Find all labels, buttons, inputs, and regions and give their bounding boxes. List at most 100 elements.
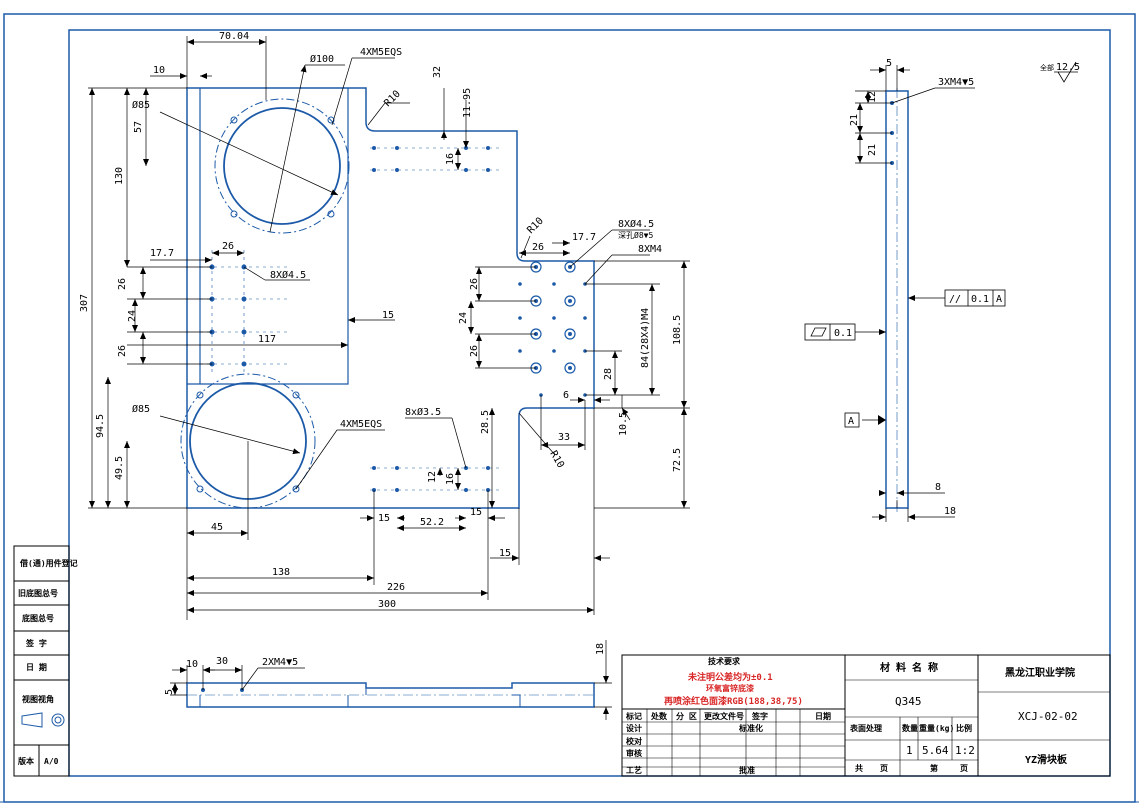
dim-52-2: 52.2 [420, 517, 444, 528]
side-dim-18: 18 [944, 506, 956, 517]
dim-4xm5eqs-bot: 4XM5EQS [340, 419, 382, 430]
std-label: 标准化 [738, 723, 763, 733]
dim-26-left-c: 26 [117, 345, 128, 357]
dim-15-mid: 15 [382, 310, 394, 321]
dim-26-r2: 26 [469, 345, 480, 357]
dim-8phi4-5-left: 8XØ4.5 [270, 269, 306, 281]
dim-26-right-top: 26 [532, 242, 544, 253]
svg-text:12.5: 12.5 [1056, 62, 1080, 73]
svg-text:A: A [996, 294, 1002, 305]
bore-top-dashed [214, 98, 350, 234]
material-value: Q345 [895, 695, 922, 708]
side-dim-3xm4: 3XM4▼5 [938, 77, 974, 88]
version-label: 版本 [17, 756, 34, 766]
tech-req-line-1: 未注明公差均为±0.1 [687, 671, 773, 683]
datum-a: A [844, 412, 860, 428]
left-cell-5: 视图视角 [22, 694, 54, 704]
dim-24-r: 24 [458, 312, 469, 324]
bottom-view: 10 30 2XM4▼5 5 18 [164, 640, 612, 720]
qty-label: 数量 [902, 723, 918, 733]
side-view: 5 3XM4▼5 12 21 21 8 18 // 0.1 A 0.1 A [804, 58, 1006, 522]
drawing-no: XCJ-02-02 [1018, 710, 1078, 723]
dim-117: 117 [258, 334, 276, 345]
projection-symbol-icon [21, 712, 65, 728]
sheet-no-label: 第 [930, 763, 938, 773]
dim-130: 130 [114, 167, 125, 185]
inner-border [68, 29, 1111, 777]
dim-72-5: 72.5 [672, 448, 683, 472]
weight-value: 5.64 [922, 744, 949, 757]
dim-11-95: 11.95 [462, 88, 473, 118]
dim-phi85-top: Ø85 [132, 99, 150, 111]
dim-phi85-bot: Ø85 [132, 403, 150, 415]
side-dim-21b: 21 [867, 144, 878, 156]
bore-top [223, 107, 341, 225]
dim-17-7-left: 17.7 [150, 248, 174, 259]
side-dim-8: 8 [935, 482, 941, 493]
dim-8phi4-5-right: 8XØ4.5 [618, 218, 654, 230]
side-dim-21a: 21 [849, 114, 860, 126]
surface-finish: 全部 12.5 [1040, 61, 1080, 83]
dim-24-left: 24 [127, 310, 138, 322]
material-label: 材 料 名 称 [880, 661, 938, 674]
bottom-dim-30: 30 [216, 656, 228, 667]
dim-26-r1: 26 [469, 278, 480, 290]
dim-84: 84(28X4)M4 [640, 308, 651, 368]
row-1: 校对 [626, 736, 642, 746]
scale-value: 1:2 [955, 744, 975, 757]
dim-94-5: 94.5 [95, 414, 106, 438]
dim-17-7-right: 17.7 [572, 232, 596, 243]
bottom-dim-18: 18 [595, 643, 606, 655]
left-column: 借(通)用件登记 旧底图总号 底图总号 签 字 日 期 视图视角 版本 A/0 [13, 545, 78, 777]
tech-req-line-3: 再喷涂红色面漆RGB(188,38,75) [664, 695, 803, 707]
bottom-dim-5: 5 [164, 689, 175, 695]
sheet-no-label-2: 页 [960, 764, 968, 773]
bore-bottom-dashed [180, 373, 316, 509]
version-value: A/0 [44, 757, 59, 766]
dim-70-04: 70.04 [219, 31, 249, 42]
dim-226: 226 [387, 582, 405, 593]
dim-32: 32 [432, 66, 443, 78]
dim-15-b2: 15 [470, 507, 482, 518]
header-4: 签字 [751, 711, 768, 721]
dim-49-5: 49.5 [114, 456, 125, 480]
dim-8x3-5: 8xØ3.5 [405, 406, 441, 418]
dim-10-top: 10 [153, 65, 165, 76]
flatness-tolerance-frame: 0.1 [804, 323, 856, 341]
dim-15-b3: 15 [499, 548, 511, 559]
header-2: 分 区 [676, 711, 697, 721]
approve-label: 批准 [739, 765, 755, 775]
dim-6: 6 [563, 390, 569, 401]
bottom-dim-10: 10 [186, 659, 198, 670]
svg-text:0.1: 0.1 [971, 294, 989, 305]
dim-33: 33 [558, 432, 570, 443]
plate-outline [186, 87, 595, 509]
header-0: 标记 [625, 711, 642, 721]
row-3: 工艺 [626, 765, 642, 775]
scale-label: 比例 [956, 723, 972, 733]
tech-req-title: 技术要求 [708, 656, 741, 666]
svg-text:全部: 全部 [1040, 63, 1054, 72]
side-dim-5: 5 [886, 58, 892, 69]
left-cell-4: 日 期 [26, 662, 47, 672]
surface-label: 表面处理 [849, 723, 882, 733]
dim-28: 28 [603, 368, 614, 380]
sheet-label: 页 [880, 764, 888, 773]
dim-45: 45 [211, 522, 223, 533]
bottom-dim-2xm4: 2XM4▼5 [262, 657, 298, 668]
dim-16-bot: 16 [445, 473, 456, 485]
svg-text://: // [949, 294, 961, 305]
dim-26-left-b: 26 [117, 278, 128, 290]
left-cell-2: 底图总号 [21, 613, 54, 623]
left-cell-0: 借(通)用件登记 [19, 558, 78, 568]
row-0: 设计 [626, 723, 642, 733]
left-cell-3: 签 字 [25, 638, 47, 648]
plate-inner-outline [187, 88, 349, 385]
dim-phi100: Ø100 [310, 53, 334, 65]
dim-r10-mid: R10 [525, 216, 546, 237]
dim-4xm5eqs-top: 4XM5EQS [360, 47, 402, 58]
dim-138: 138 [272, 567, 290, 578]
parallel-tolerance-frame: // 0.1 A [944, 289, 1006, 307]
row-2: 审核 [626, 748, 642, 758]
